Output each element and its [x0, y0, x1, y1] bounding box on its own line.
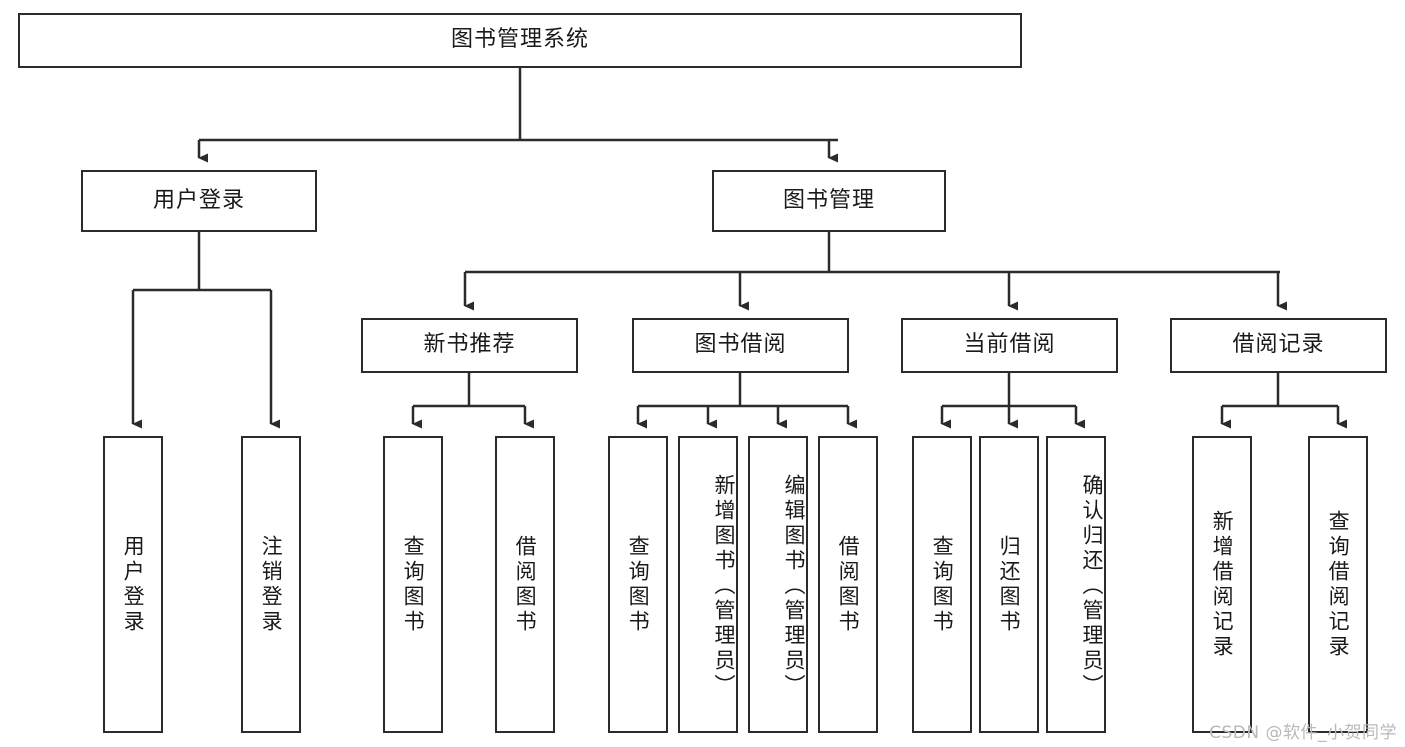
leaf-borrow-book[interactable]: 借阅图书: [818, 436, 878, 733]
leaf-add-book-admin-label: 新增图书（管理员）: [712, 474, 736, 699]
leaf-user-login[interactable]: 用户登录: [103, 436, 163, 733]
leaf-add-borrow-record[interactable]: 新增借阅记录: [1192, 436, 1252, 733]
node-new-book-recommend[interactable]: 新书推荐: [361, 318, 578, 373]
node-borrow-record-label: 借阅记录: [1232, 332, 1325, 358]
node-book-borrow[interactable]: 图书借阅: [632, 318, 849, 373]
leaf-query-book-recommend[interactable]: 查询图书: [383, 436, 443, 733]
node-new-book-recommend-label: 新书推荐: [423, 332, 516, 358]
leaf-query-book-current[interactable]: 查询图书: [912, 436, 972, 733]
leaf-confirm-return-admin-label: 确认归还（管理员）: [1080, 474, 1104, 699]
leaf-edit-book-admin[interactable]: 编辑图书（管理员）: [748, 436, 808, 733]
leaf-query-book-borrow[interactable]: 查询图书: [608, 436, 668, 733]
leaf-borrow-book-recommend-label: 借阅图书: [513, 534, 538, 635]
node-book-borrow-label: 图书借阅: [694, 332, 787, 358]
node-user-login[interactable]: 用户登录: [81, 170, 317, 232]
node-book-management-label: 图书管理: [782, 187, 875, 213]
leaf-user-login-label: 用户登录: [121, 534, 146, 635]
node-root-label: 图书管理系统: [450, 27, 589, 53]
node-current-borrow[interactable]: 当前借阅: [901, 318, 1118, 373]
leaf-return-book-label: 归还图书: [997, 534, 1022, 635]
leaf-logout-label: 注销登录: [259, 534, 284, 635]
node-borrow-record[interactable]: 借阅记录: [1170, 318, 1387, 373]
leaf-query-book-borrow-label: 查询图书: [626, 534, 651, 635]
leaf-edit-book-admin-label: 编辑图书（管理员）: [782, 474, 806, 699]
leaf-query-book-current-label: 查询图书: [930, 534, 955, 635]
leaf-query-borrow-record-label: 查询借阅记录: [1326, 509, 1351, 660]
leaf-borrow-book-recommend[interactable]: 借阅图书: [495, 436, 555, 733]
node-current-borrow-label: 当前借阅: [963, 332, 1056, 358]
leaf-add-borrow-record-label: 新增借阅记录: [1210, 509, 1235, 660]
leaf-confirm-return-admin[interactable]: 确认归还（管理员）: [1046, 436, 1106, 733]
node-book-management[interactable]: 图书管理: [712, 170, 946, 232]
leaf-borrow-book-label: 借阅图书: [836, 534, 861, 635]
leaf-query-book-recommend-label: 查询图书: [401, 534, 426, 635]
node-user-login-label: 用户登录: [152, 187, 245, 213]
leaf-query-borrow-record[interactable]: 查询借阅记录: [1308, 436, 1368, 733]
leaf-return-book[interactable]: 归还图书: [979, 436, 1039, 733]
leaf-logout[interactable]: 注销登录: [241, 436, 301, 733]
node-root-library-system[interactable]: 图书管理系统: [18, 13, 1022, 68]
leaf-add-book-admin[interactable]: 新增图书（管理员）: [678, 436, 738, 733]
